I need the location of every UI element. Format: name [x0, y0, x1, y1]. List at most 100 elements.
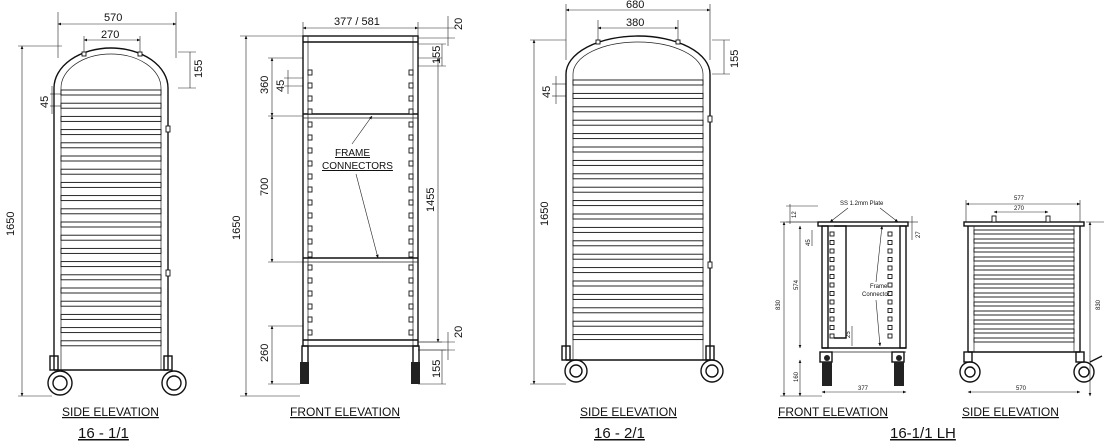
- runner-slat: [572, 267, 704, 274]
- dim-height: 830: [776, 299, 782, 310]
- runner-bracket: [307, 225, 313, 232]
- panel-1-side-elevation: 570 270 155 45 1650: [5, 12, 205, 442]
- runner-bracket: [307, 199, 313, 206]
- dim-height: 1650: [231, 216, 243, 240]
- frame-label: FRAME: [335, 148, 370, 159]
- dim-mid: 700: [259, 178, 271, 196]
- runner-slats: [973, 229, 1075, 343]
- model-label: 16 - 2/1: [594, 425, 645, 442]
- runner-bracket: [829, 282, 835, 288]
- dim-right: 27: [916, 231, 922, 238]
- runner-bracket: [408, 82, 414, 89]
- runner-bracket: [307, 95, 313, 102]
- runner-brackets: [307, 69, 414, 336]
- runner-bracket: [887, 231, 893, 237]
- runner-bracket: [829, 308, 835, 313]
- runner-bracket: [408, 160, 414, 167]
- runner-slat: [973, 238, 1075, 244]
- runner-bracket: [408, 303, 414, 310]
- runner-bracket: [887, 282, 893, 288]
- runner-bracket: [408, 121, 414, 128]
- runner-slat: [572, 133, 704, 140]
- castor-right: [891, 351, 905, 386]
- runner-bracket: [829, 299, 835, 305]
- runner-bracket: [408, 290, 414, 297]
- runner-slats: [572, 79, 704, 341]
- runner-bracket: [887, 325, 893, 330]
- dim-top-155: 155: [431, 46, 443, 64]
- runner-bracket: [829, 333, 835, 339]
- dim-width-inner: 380: [626, 17, 644, 29]
- runner-bracket: [829, 240, 835, 245]
- runner-bracket: [887, 299, 893, 305]
- dim-pitch: 45: [806, 239, 812, 246]
- runner-bracket: [829, 291, 835, 296]
- runner-slat: [572, 146, 704, 153]
- dim-width-inner: 270: [1014, 206, 1025, 212]
- runner-slat: [973, 328, 1075, 334]
- runner-slat: [973, 274, 1075, 280]
- runner-slat: [973, 301, 1075, 307]
- runner-bracket: [887, 291, 893, 296]
- runner-bracket: [887, 316, 893, 322]
- panel-3-side-elevation: 680 380 155 45 1650: [530, 0, 741, 442]
- caption-side-elevation: SIDE ELEVATION: [580, 405, 677, 419]
- runner-bracket: [307, 303, 313, 310]
- dim-pitch: 45: [541, 86, 553, 98]
- dim-bottom-gap: 20: [453, 326, 465, 338]
- runner-slats: [60, 89, 162, 347]
- runner-bracket: [887, 274, 893, 279]
- connectors-label: CONNECTORS: [322, 161, 393, 172]
- runner-brackets: [829, 231, 893, 339]
- runner-slat: [60, 181, 162, 188]
- castor-left: [561, 345, 588, 383]
- dim-inner: 574: [794, 279, 800, 290]
- castor-right: [1073, 351, 1103, 383]
- dim-width: 377: [858, 386, 869, 392]
- runner-slat: [60, 313, 162, 320]
- model-label: 16 - 1/1: [78, 425, 129, 442]
- dim-inner-height: 1455: [425, 188, 437, 212]
- runner-bracket: [408, 108, 414, 115]
- runner-bracket: [408, 199, 414, 206]
- runner-bracket: [408, 134, 414, 141]
- runner-slat: [60, 274, 162, 281]
- runner-slat: [60, 208, 162, 215]
- runner-bracket: [307, 251, 313, 258]
- runner-bracket: [408, 69, 414, 76]
- runner-bracket: [829, 274, 835, 279]
- runner-slat: [572, 253, 704, 260]
- runner-bracket: [408, 186, 414, 193]
- runner-slat: [60, 102, 162, 109]
- runner-slat: [572, 240, 704, 247]
- dim-width-outer: 680: [626, 0, 644, 11]
- dim-gap: 25: [846, 331, 852, 338]
- runner-bracket: [887, 248, 893, 254]
- runner-bracket: [307, 212, 313, 219]
- runner-slat: [572, 280, 704, 287]
- runner-slat: [973, 310, 1075, 316]
- runner-slat: [973, 292, 1075, 298]
- panel-5-side-elevation: 577 270 830 570 SIDE: [959, 196, 1104, 419]
- runner-slat: [973, 256, 1075, 262]
- dim-height: 1650: [539, 202, 551, 226]
- runner-slat: [60, 168, 162, 175]
- caption-side-elevation: SIDE ELEVATION: [962, 405, 1059, 419]
- runner-slat: [973, 283, 1075, 289]
- runner-slat: [973, 247, 1075, 253]
- runner-bracket: [408, 212, 414, 219]
- runner-slat: [60, 340, 162, 347]
- runner-slat: [973, 319, 1075, 325]
- runner-bracket: [887, 265, 893, 271]
- runner-bracket: [408, 329, 414, 336]
- caption-front-elevation: FRONT ELEVATION: [290, 405, 400, 419]
- dim-pitch: 45: [275, 80, 287, 92]
- runner-bracket: [408, 147, 414, 154]
- runner-bracket: [829, 257, 835, 262]
- runner-bracket: [307, 160, 313, 167]
- connector-label: Connector: [862, 292, 890, 298]
- runner-bracket: [307, 69, 313, 76]
- runner-bracket: [887, 308, 893, 313]
- runner-slat: [60, 221, 162, 228]
